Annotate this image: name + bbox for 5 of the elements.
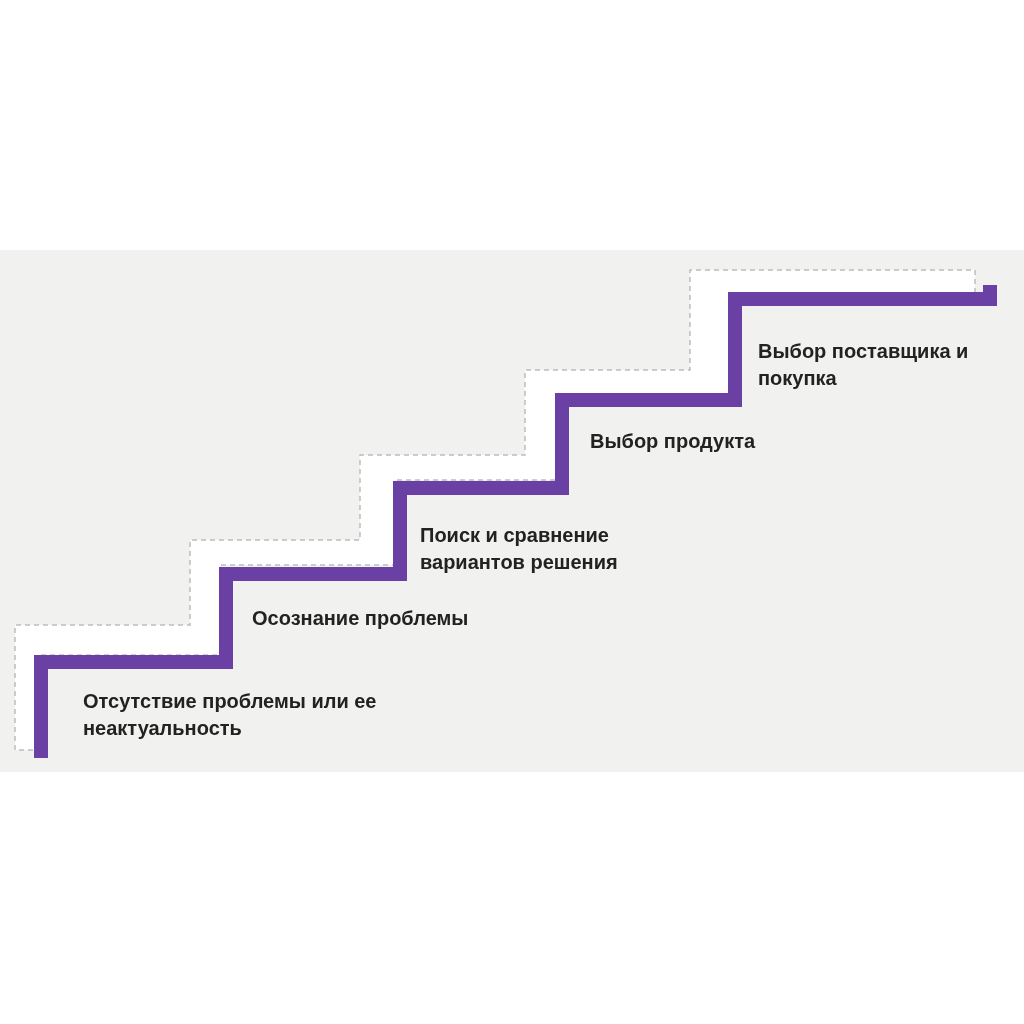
step-label: Поиск и сравнение вариантов решения xyxy=(420,523,619,575)
step-label: Выбор продукта xyxy=(590,429,757,454)
step-label: Отсутствие проблемы или ее неактуальность xyxy=(83,689,378,741)
step-label: Выбор поставщика и покупка xyxy=(758,339,970,391)
step-label: Осознание проблемы xyxy=(252,606,470,631)
